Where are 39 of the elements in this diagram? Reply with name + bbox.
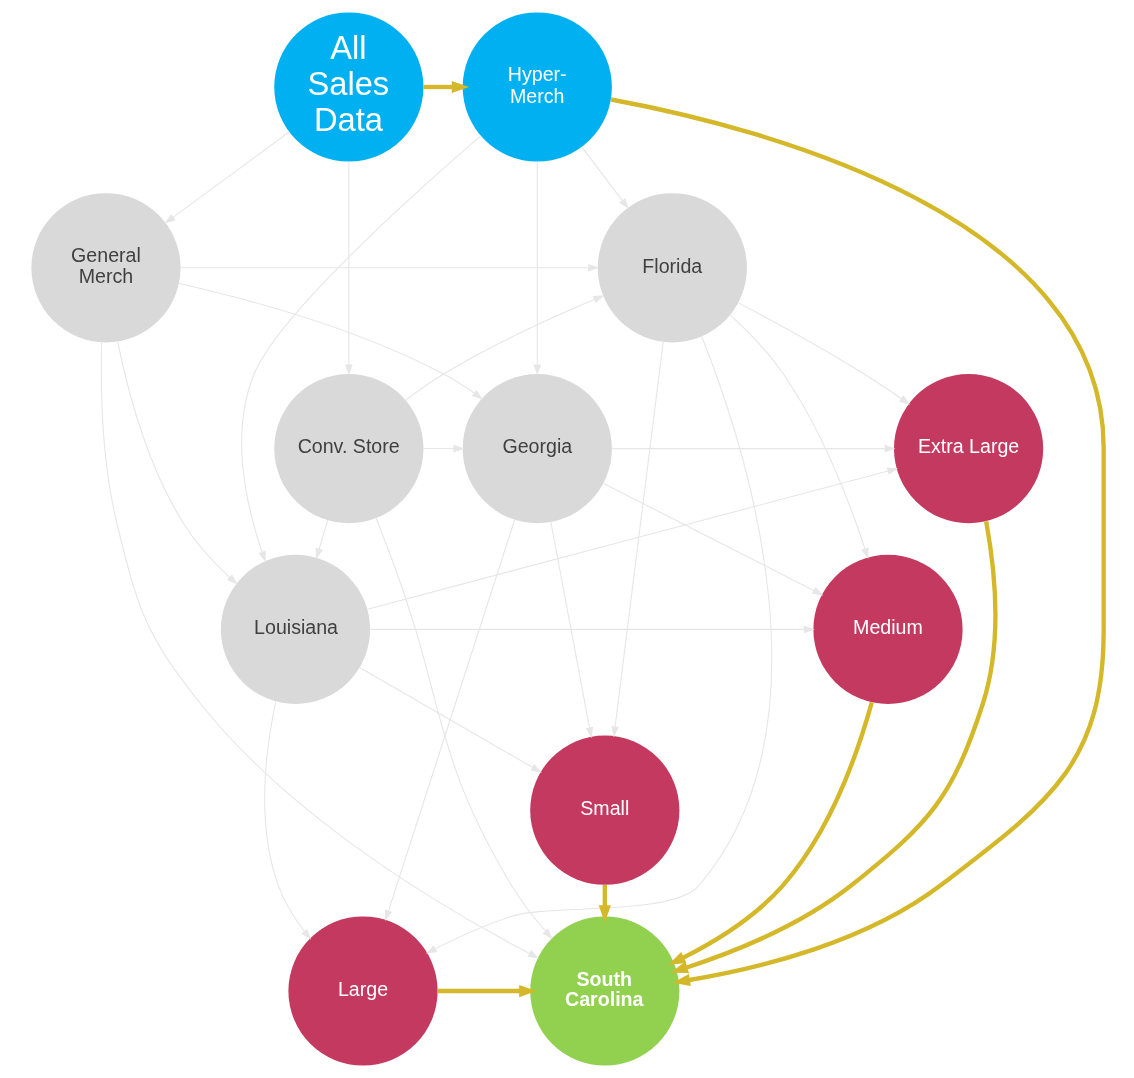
node-circle: Hyper-Merch — [462, 12, 612, 162]
node-circle: Louisiana — [220, 554, 370, 704]
arrow — [375, 517, 553, 940]
arrow — [422, 444, 464, 453]
arrow — [384, 519, 515, 922]
arrow — [667, 701, 874, 966]
arrow — [549, 521, 593, 739]
arrow — [610, 341, 664, 738]
arrow — [404, 295, 604, 401]
arrow — [602, 482, 823, 596]
arrow — [164, 131, 290, 224]
arrow — [344, 161, 353, 376]
arrow — [598, 884, 611, 923]
arrow — [437, 984, 537, 998]
node-circle: All Sales Data — [273, 12, 423, 162]
arrow — [100, 341, 539, 959]
node-circle: Georgia — [462, 374, 612, 524]
arrow — [179, 264, 599, 272]
arrow — [358, 667, 542, 773]
arrow — [532, 161, 541, 376]
arrow — [263, 701, 311, 940]
node-circle: Conv. Store — [273, 374, 423, 524]
node-circle: General Merch — [30, 193, 181, 343]
node-circle: Extra Large — [893, 374, 1043, 524]
arrow — [425, 336, 772, 954]
arrow — [610, 97, 1106, 986]
arrow — [369, 625, 815, 634]
arrow — [737, 302, 910, 405]
arrow — [729, 314, 869, 559]
arrow — [315, 519, 328, 560]
arrow — [423, 80, 469, 94]
arrow — [178, 283, 483, 400]
arrow — [580, 146, 629, 210]
arrow — [240, 135, 481, 563]
arrow — [670, 521, 997, 974]
arrow — [611, 444, 895, 453]
node-circle: Florida — [597, 193, 747, 343]
arrow — [116, 341, 238, 585]
arrow — [366, 467, 898, 610]
